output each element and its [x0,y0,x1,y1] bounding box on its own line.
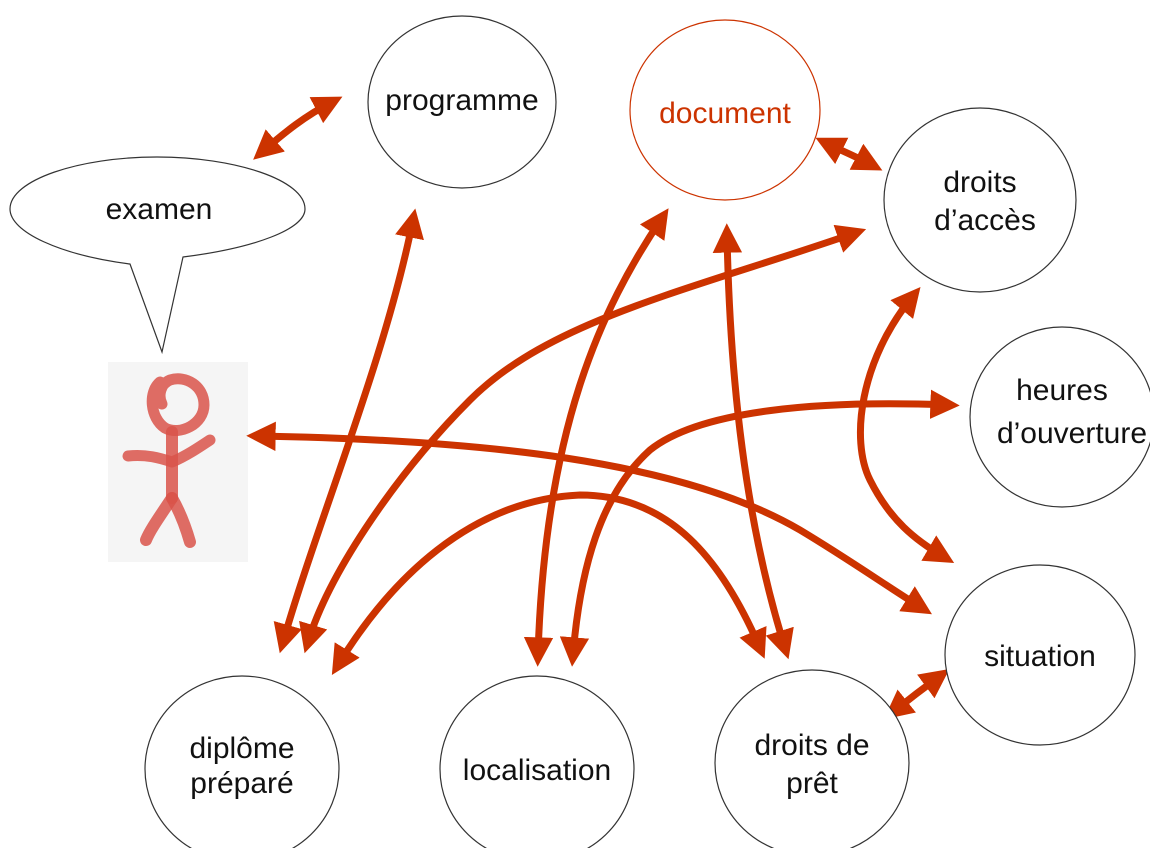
arrow-document-droits-pret [712,223,794,660]
node-droits-acces-label-line2: d’accès [934,204,1036,237]
arrow-examen-programme [253,96,343,160]
speech-bubble-text: examen [106,193,213,226]
node-situation: situation [944,564,1136,746]
node-diplome-label-line2: préparé [190,767,293,800]
node-droits-acces-label-line1: droits [943,166,1016,199]
stick-figure-icon [108,362,248,562]
speech-bubble-shape [9,156,306,355]
node-droits-pret-label-line2: prêt [786,767,838,800]
node-document-label: document [659,97,791,130]
node-situation-label: situation [984,640,1096,673]
node-programme-label: programme [385,84,538,117]
node-programme: programme [367,15,557,189]
relation-arrows [246,96,960,720]
node-diplome-prepare: diplôme préparé [144,675,340,848]
node-droits-pret-label-line1: droits de [754,729,869,762]
arrow-figure-situation [246,421,932,615]
node-droits-acces: droits d’accès [883,107,1077,293]
node-localisation: localisation [439,675,635,848]
arrow-programme-diplome [273,208,424,654]
arrow-situation-droits-pret [883,669,950,720]
speech-bubble: examen [9,156,306,355]
node-heures-label-line1: heures [1016,374,1108,407]
node-diplome-label-line1: diplôme [189,732,294,765]
node-heures-label-line2: d’ouverture [997,417,1147,450]
arrow-document-localisation [523,208,669,667]
node-document: document [629,19,821,201]
arrow-heures-localisation [559,389,960,667]
node-droits-pret: droits de prêt [714,669,910,848]
node-heures-ouverture: heures d’ouverture [969,326,1150,508]
arrow-droits-acces-situation [856,286,955,563]
arrow-document-droits-acces [815,137,883,171]
node-localisation-label: localisation [463,754,611,787]
